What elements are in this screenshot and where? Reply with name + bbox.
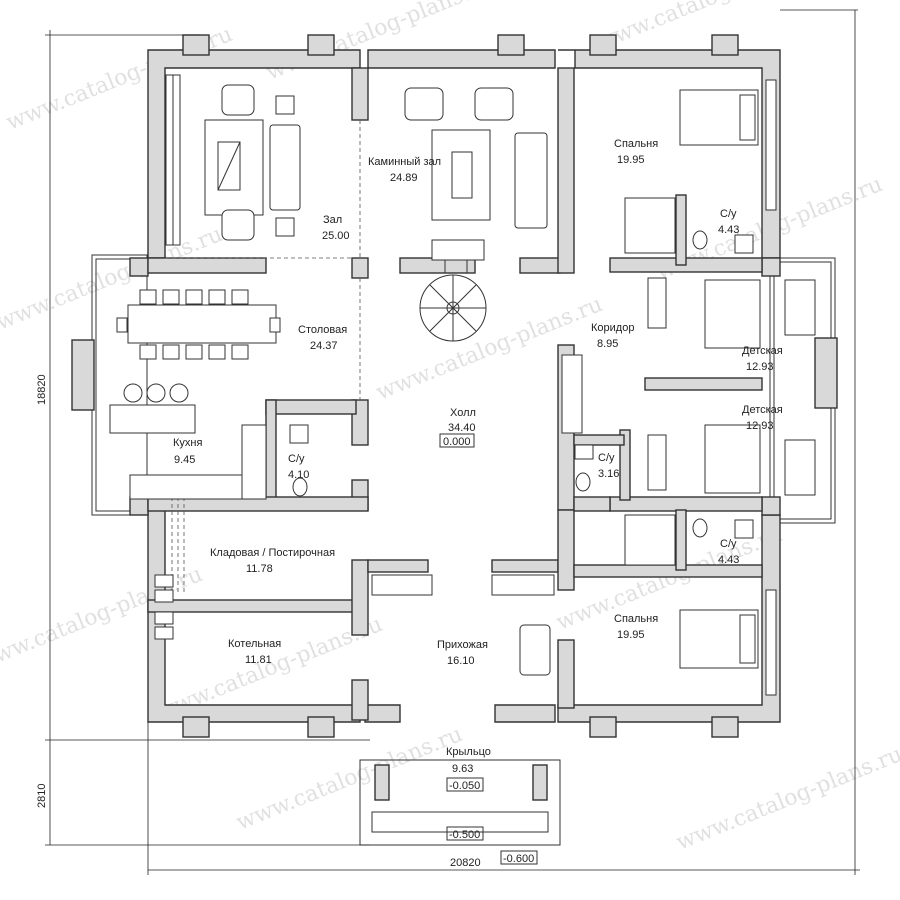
room-area-spalnya-bottom: 19.95 [617, 629, 645, 641]
room-area-su-mid: 3.16 [598, 468, 619, 480]
room-area-su-small: 4.10 [288, 469, 309, 481]
exterior-walls [71, 34, 838, 738]
room-name-detskaya-1: Детская [742, 345, 783, 357]
watermark: www.catalog-plans.ru [0, 562, 206, 676]
room-name-su-small: С/у [288, 453, 305, 465]
dimension-width: 20820 [450, 857, 481, 869]
living-room-furniture [204, 84, 548, 261]
room-name-koridor: Коридор [591, 322, 634, 334]
level-marks: 0.000 -0.050 -0.500 -0.600 [439, 433, 538, 865]
room-area-kotelnaya: 11.81 [245, 654, 272, 666]
watermark: www.catalog-plans.ru [233, 722, 466, 836]
dining-table [116, 289, 281, 360]
room-area-stolovaya: 24.37 [310, 340, 338, 352]
room-area-detskaya-2: 12.93 [746, 420, 774, 432]
room-name-stolovaya: Столовая [298, 324, 347, 336]
room-name-kotelnaya: Котельная [228, 638, 281, 650]
room-area-kaminny: 24.89 [390, 172, 418, 184]
spiral-staircase [419, 244, 487, 342]
room-name-kaminny: Каминный зал [368, 156, 441, 168]
bathroom-fixtures [289, 230, 754, 539]
room-area-prihozhaya: 16.10 [447, 655, 475, 667]
room-name-su-bottom: С/у [720, 538, 737, 550]
room-area-su-bottom: 4.43 [718, 554, 739, 566]
dimension-lines [45, 9, 860, 875]
room-area-kuhnya: 9.45 [174, 454, 195, 466]
dimension-labels: 20820 18820 2810 [36, 374, 481, 869]
room-area-holl: 34.40 [448, 422, 476, 434]
room-name-su-top: С/у [720, 208, 737, 220]
level-porch-top: -0.050 [449, 780, 480, 792]
room-name-krylco: Крыльцо [446, 746, 491, 758]
level-porch-bottom: -0.500 [449, 829, 480, 841]
room-area-zal: 25.00 [322, 230, 350, 242]
room-name-spalnya-top: Спальня [614, 138, 658, 150]
watermark: www.catalog-plans.ru [593, 0, 826, 56]
room-area-koridor: 8.95 [597, 338, 618, 350]
boiler-equipment [154, 574, 174, 640]
room-area-detskaya-1: 12.93 [746, 361, 774, 373]
level-hall: 0.000 [443, 436, 471, 448]
room-area-krylco: 9.63 [452, 763, 473, 775]
bedroom-furniture [561, 89, 816, 669]
dimension-height-porch: 2810 [36, 784, 48, 808]
room-name-holl: Холл [450, 407, 476, 419]
porch [359, 759, 561, 846]
room-area-spalnya-top: 19.95 [617, 154, 645, 166]
room-name-prihozhaya: Прихожая [437, 639, 488, 651]
room-labels: Зал 25.00 Каминный зал 24.89 Спальня 19.… [173, 138, 783, 775]
room-name-spalnya-bottom: Спальня [614, 613, 658, 625]
room-area-kladovaya: 11.78 [246, 563, 273, 575]
room-name-kladovaya: Кладовая / Постирочная [210, 547, 335, 559]
room-area-su-top: 4.43 [718, 224, 739, 236]
open-plan-lines [165, 120, 361, 595]
watermark: www.catalog-plans.ru [673, 742, 900, 856]
dimension-height-main: 18820 [36, 374, 48, 405]
windows [165, 74, 777, 696]
kitchen-furniture [109, 383, 267, 500]
level-ground: -0.600 [503, 853, 534, 865]
room-name-detskaya-2: Детская [742, 404, 783, 416]
room-name-su-mid: С/у [598, 452, 615, 464]
room-name-zal: Зал [323, 214, 342, 226]
watermark: www.catalog-plans.ru [263, 0, 496, 86]
room-name-kuhnya: Кухня [173, 437, 202, 449]
entrance-furniture [371, 574, 555, 676]
